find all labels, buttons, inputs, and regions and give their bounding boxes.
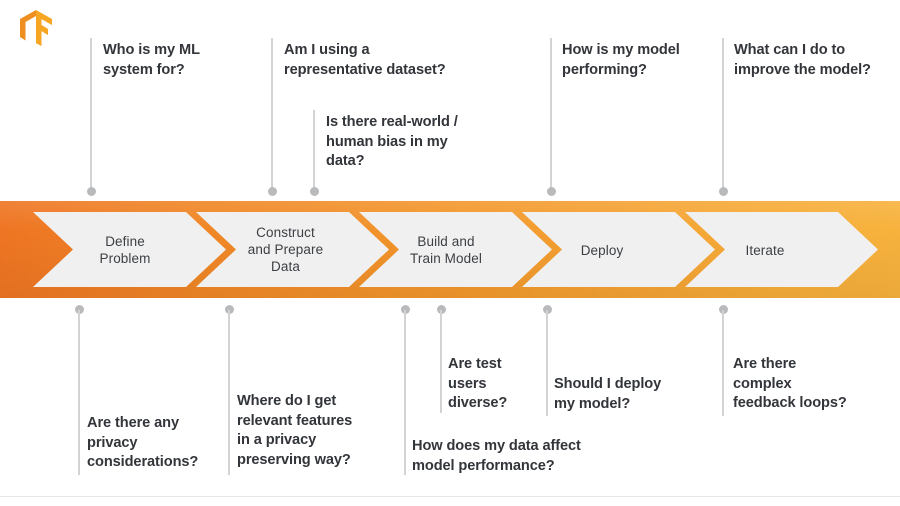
- connector-line-who-is-my-ml-system-for: [90, 38, 92, 191]
- connector-line-are-there-any-privacy-considerations: [78, 310, 80, 475]
- chevron-build-train-model: [359, 212, 552, 287]
- connector-dot-are-there-any-privacy-considerations: [74, 305, 84, 314]
- connector-line-am-i-using-a-representative-dataset: [271, 38, 273, 191]
- question-how-does-my-data-affect-model-performance: How does my data affect model performanc…: [412, 438, 581, 474]
- connector-dot-who-is-my-ml-system-for: [86, 187, 96, 196]
- connector-line-are-there-complex-feedback-loops: [722, 310, 724, 416]
- connector-dot-are-test-users-diverse: [436, 305, 446, 314]
- connector-dot-are-there-complex-feedback-loops: [718, 305, 728, 314]
- connector-line-is-there-real-world-human-bias: [313, 110, 315, 191]
- tensorflow-logo: [20, 10, 52, 46]
- question-should-i-deploy-my-model: Should I deploy my model?: [554, 376, 662, 412]
- connector-line-where-do-i-get-relevant-features: [228, 310, 230, 475]
- question-is-there-real-world-human-bias: Is there real-world / human bias in my d…: [326, 114, 458, 169]
- question-are-test-users-diverse: Are test users diverse?: [448, 356, 508, 411]
- question-are-there-any-privacy-considerations: Are there any privacy considerations?: [87, 415, 199, 470]
- stage-label-build-train-model: Build and Train Model: [410, 234, 482, 266]
- question-are-there-complex-feedback-loops: Are there complex feedback loops?: [733, 356, 847, 411]
- connector-line-should-i-deploy-my-model: [546, 310, 548, 416]
- connector-dot-how-does-my-data-affect-model-performance: [400, 305, 410, 314]
- question-am-i-using-a-representative-dataset: Am I using a representative dataset?: [284, 42, 446, 78]
- connector-line-what-can-i-do-to-improve-the-model: [722, 38, 724, 191]
- stage-label-construct-prepare-data: Construct and Prepare Data: [247, 225, 324, 274]
- chevron-deploy: [522, 212, 715, 287]
- connector-dot-where-do-i-get-relevant-features: [224, 305, 234, 314]
- stage-label-define-problem: Define Problem: [99, 234, 151, 266]
- connector-line-how-does-my-data-affect-model-performance: [404, 310, 406, 475]
- question-how-is-my-model-performing: How is my model performing?: [562, 42, 680, 78]
- connector-line-how-is-my-model-performing: [550, 38, 552, 191]
- chevron-iterate: [685, 212, 878, 287]
- chevron-construct-prepare-data: [196, 212, 389, 287]
- connector-dot-should-i-deploy-my-model: [542, 305, 552, 314]
- question-where-do-i-get-relevant-features: Where do I get relevant features in a pr…: [237, 393, 353, 468]
- connector-dot-how-is-my-model-performing: [546, 187, 556, 196]
- stage-label-deploy: Deploy: [580, 243, 624, 258]
- footer-divider: [0, 496, 900, 497]
- stage-label-iterate: Iterate: [745, 243, 785, 258]
- question-what-can-i-do-to-improve-the-model: What can I do to improve the model?: [734, 42, 871, 78]
- workflow-chevrons: [33, 212, 878, 287]
- connector-line-are-test-users-diverse: [440, 310, 442, 413]
- connector-dot-am-i-using-a-representative-dataset: [267, 187, 277, 196]
- connector-dot-is-there-real-world-human-bias: [309, 187, 319, 196]
- chevron-define-problem: [33, 212, 226, 287]
- connector-dot-what-can-i-do-to-improve-the-model: [718, 187, 728, 196]
- question-who-is-my-ml-system-for: Who is my ML system for?: [103, 42, 200, 78]
